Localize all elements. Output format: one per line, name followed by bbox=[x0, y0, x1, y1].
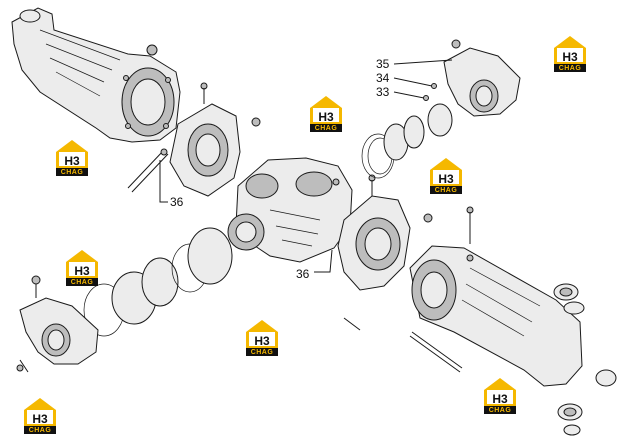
svg-text:CHAG: CHAG bbox=[559, 65, 582, 72]
svg-text:CHAG: CHAG bbox=[61, 169, 84, 176]
svg-text:H3: H3 bbox=[32, 412, 48, 426]
right-axle-housing-lower bbox=[409, 206, 583, 387]
svg-text:H3: H3 bbox=[492, 392, 508, 406]
long-bolt-left bbox=[127, 148, 169, 193]
callout-35: 35 bbox=[376, 57, 390, 71]
callout-36-center: 36 bbox=[296, 267, 310, 281]
ring-set-lower-left bbox=[83, 227, 233, 337]
watermark-logo-4: H3 CHAG bbox=[430, 158, 462, 194]
watermark-logo-3: H3 CHAG bbox=[56, 140, 88, 176]
callout-36-left: 36 bbox=[170, 195, 184, 209]
svg-text:H3: H3 bbox=[562, 50, 578, 64]
svg-text:CHAG: CHAG bbox=[489, 407, 512, 414]
watermark-logo-8: H3 CHAG bbox=[24, 398, 56, 434]
center-differential-carrier bbox=[227, 157, 353, 263]
svg-text:CHAG: CHAG bbox=[435, 187, 458, 194]
svg-text:CHAG: CHAG bbox=[71, 279, 94, 286]
svg-text:CHAG: CHAG bbox=[29, 427, 52, 434]
svg-text:H3: H3 bbox=[64, 154, 80, 168]
leader-36-center bbox=[314, 249, 333, 273]
watermark-logo-2: H3 CHAG bbox=[310, 96, 342, 132]
svg-text:H3: H3 bbox=[254, 334, 270, 348]
svg-text:H3: H3 bbox=[318, 110, 334, 124]
bearings-right bbox=[553, 283, 617, 436]
leaders-33-35 bbox=[393, 59, 453, 101]
left-brake-plate bbox=[169, 82, 261, 197]
leader-36-left bbox=[159, 160, 168, 203]
ring-set-upper-right bbox=[361, 103, 453, 179]
watermark-logo-5: H3 CHAG bbox=[66, 250, 98, 286]
watermark-logo-1: H3 CHAG bbox=[554, 36, 586, 72]
svg-text:H3: H3 bbox=[74, 264, 90, 278]
long-bolt-center bbox=[343, 317, 463, 373]
svg-text:CHAG: CHAG bbox=[315, 125, 338, 132]
lower-left-bracket bbox=[16, 275, 99, 373]
bolt-upper-left bbox=[146, 44, 158, 56]
callout-34: 34 bbox=[376, 71, 390, 85]
watermark-logo-6: H3 CHAG bbox=[246, 320, 278, 356]
svg-text:H3: H3 bbox=[438, 172, 454, 186]
svg-text:CHAG: CHAG bbox=[251, 349, 274, 356]
left-axle-housing-upper bbox=[11, 7, 181, 143]
callout-33: 33 bbox=[376, 85, 390, 99]
upper-right-bracket bbox=[443, 39, 521, 117]
watermark-logo-7: H3 CHAG bbox=[484, 378, 516, 414]
center-right-brake-plate bbox=[337, 174, 433, 291]
